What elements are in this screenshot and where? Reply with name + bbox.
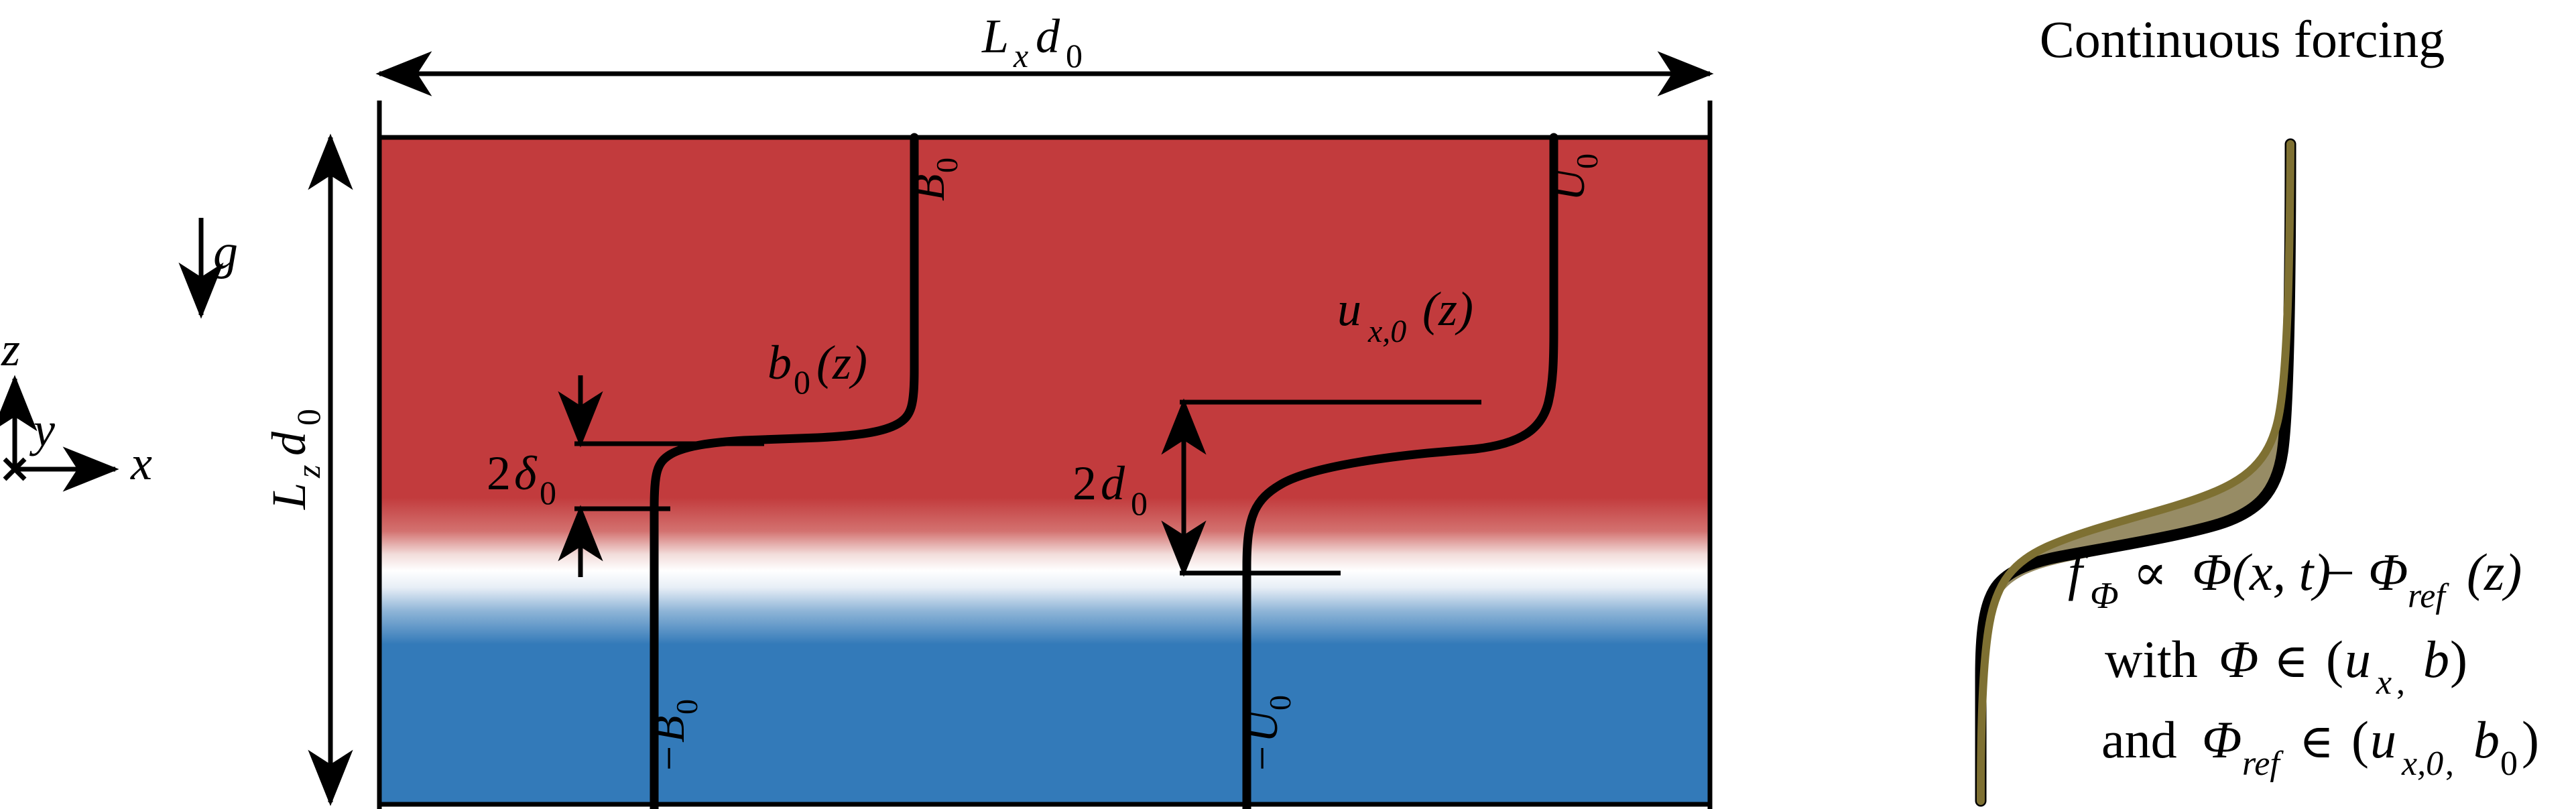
eq1-f-sub: Φ xyxy=(2090,575,2119,617)
delta0-label-2: 2 xyxy=(487,446,511,500)
ux0-profile-curve xyxy=(1242,133,1558,809)
b0-bottom-label-sub: 0 xyxy=(670,699,704,714)
eq1-minus: − xyxy=(2326,545,2355,601)
b0-top-label: B 0 xyxy=(905,158,964,201)
phi-instant-profile-curve xyxy=(1977,140,2294,805)
domain-box xyxy=(379,137,1710,804)
width-label: L x d 0 xyxy=(981,9,1083,74)
b0-top-label-sub: 0 xyxy=(930,158,964,173)
eq1-phi-ref-args: (z) xyxy=(2467,543,2522,601)
forcing-equation-line1: f Φ ∝ Φ (x, t) − Φ ref (z) xyxy=(2068,543,2522,617)
ux0-bottom-label-U: U xyxy=(1238,708,1287,743)
d0-dimension xyxy=(1161,398,1481,577)
eq3-comma: , xyxy=(2445,745,2454,783)
ux0-bottom-label-sub: 0 xyxy=(1263,695,1297,710)
eq3-b-sub: 0 xyxy=(2500,745,2518,783)
eq3-phi-sub: ref xyxy=(2242,745,2284,783)
eq2-u-sub: x xyxy=(2376,664,2392,702)
eq1-proportional: ∝ xyxy=(2133,545,2167,601)
height-label-sub-z: z xyxy=(290,465,327,479)
d0-label-d: d xyxy=(1101,456,1125,510)
y-axis-origin-cross xyxy=(3,457,27,481)
eq3-u-sub: x,0 xyxy=(2401,745,2443,783)
ux0-function-label: u x,0 (z) xyxy=(1337,282,1473,349)
coordinate-axes: z y x xyxy=(0,322,152,492)
ux0-top-label: U 0 xyxy=(1545,153,1604,201)
width-label-d: d xyxy=(1036,9,1060,63)
ux0-function-label-sub: x,0 xyxy=(1367,314,1406,349)
y-axis-label: y xyxy=(29,403,55,456)
delta0-label-sub: 0 xyxy=(540,474,556,511)
delta0-label-delta: δ xyxy=(514,446,538,500)
d0-label-sub: 0 xyxy=(1131,485,1148,522)
width-label-sub-0: 0 xyxy=(1066,37,1083,74)
delta0-label: 2 δ 0 xyxy=(487,446,556,511)
height-label-sub-0: 0 xyxy=(290,409,327,426)
delta0-dimension xyxy=(558,375,764,577)
b0-function-label-sub: 0 xyxy=(794,363,810,401)
eq2-set-close: ) xyxy=(2450,630,2467,688)
gravity-label: g xyxy=(213,225,238,279)
domain-frame xyxy=(377,101,1713,809)
forcing-equation-line3: and Φ ref ∈ ( u x,0 , b 0 ) xyxy=(2101,710,2539,783)
ux0-top-label-U: U xyxy=(1545,166,1594,201)
b0-bottom-label: − B 0 xyxy=(645,699,704,771)
d0-label-2: 2 xyxy=(1072,456,1097,510)
eq3-phi: Φ xyxy=(2202,710,2242,769)
ux0-function-label-arg: (z) xyxy=(1422,282,1473,336)
eq1-phi: Φ xyxy=(2192,543,2231,601)
b0-function-label: b 0 (z) xyxy=(768,336,867,401)
eq2-prefix: with xyxy=(2105,630,2198,688)
b0-top-label-B: B xyxy=(905,174,954,201)
ux0-bottom-label: − U 0 xyxy=(1238,695,1297,771)
ux0-bottom-label-minus: − xyxy=(1238,746,1287,771)
eq2-phi: Φ xyxy=(2219,630,2258,688)
x-axis-label: x xyxy=(130,436,152,490)
eq3-u: u xyxy=(2370,710,2396,769)
eq2-u: u xyxy=(2345,630,2371,688)
b0-bottom-label-minus: − xyxy=(645,746,694,771)
b0-profile-curve xyxy=(650,133,919,809)
eq2-comma: , xyxy=(2396,664,2405,702)
height-label: L z d 0 xyxy=(262,409,327,510)
eq1-phi-ref-sub: ref xyxy=(2408,577,2449,615)
ux0-top-label-sub: 0 xyxy=(1570,153,1604,169)
gravity-arrow: g xyxy=(178,218,238,319)
eq2-b: b xyxy=(2423,630,2449,688)
b0-function-label-b: b xyxy=(768,336,792,389)
width-label-sub-x: x xyxy=(1013,37,1028,74)
b0-function-label-arg: (z) xyxy=(816,336,867,389)
eq1-phi-args: (x, t) xyxy=(2232,543,2331,601)
eq3-prefix: and xyxy=(2101,710,2177,769)
ux0-function-label-u: u xyxy=(1337,282,1361,336)
height-label-d: d xyxy=(262,431,316,456)
eq1-phi-ref: Φ xyxy=(2368,543,2408,601)
b0-bottom-label-B: B xyxy=(645,716,694,743)
eq2-set-open: ( xyxy=(2326,630,2343,688)
eq3-set-close: ) xyxy=(2522,710,2539,769)
width-label-L: L xyxy=(981,9,1009,63)
z-axis-label: z xyxy=(1,322,20,376)
continuous-forcing-title: Continuous forcing xyxy=(2040,10,2445,68)
eq3-set-open: ( xyxy=(2351,710,2369,769)
eq2-member: ∈ xyxy=(2274,636,2309,688)
d0-label: 2 d 0 xyxy=(1072,456,1148,522)
eq3-b: b xyxy=(2473,710,2500,769)
height-label-L: L xyxy=(262,483,316,510)
forcing-equation-line2: with Φ ∈ ( u x , b ) xyxy=(2105,630,2467,702)
eq3-member: ∈ xyxy=(2299,717,2334,768)
